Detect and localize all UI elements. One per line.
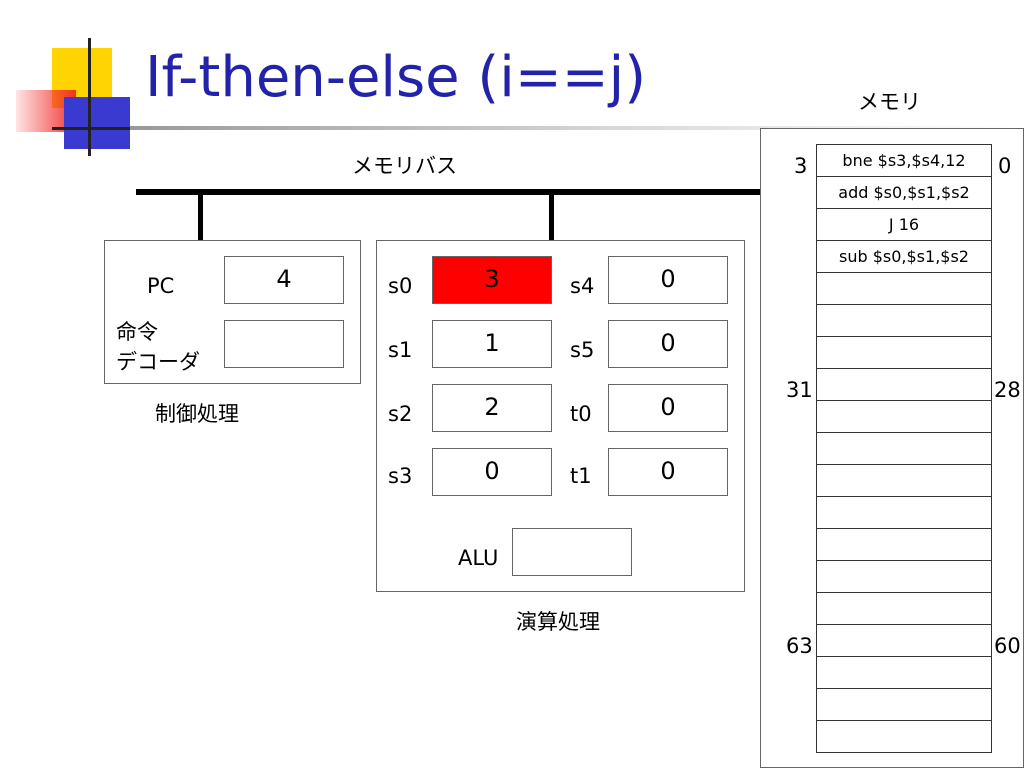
title-decoration-vertical-line: [88, 38, 91, 156]
memory-cell: [816, 592, 992, 625]
alu-box: [512, 528, 632, 576]
memory-cell: sub $s0,$s1,$s2: [816, 240, 992, 273]
memory-instruction: bne $s3,$s4,12: [842, 151, 966, 170]
memory-cell: [816, 368, 992, 401]
memory-cell: [816, 304, 992, 337]
register-s0: 3: [432, 256, 552, 304]
memory-address-right-top: 0: [998, 154, 1012, 178]
memory-instruction: sub $s0,$s1,$s2: [839, 247, 969, 266]
memory-address-left-top: 3: [794, 154, 808, 178]
memory-cell: [816, 272, 992, 305]
memory-address-left-bottom: 63: [786, 634, 813, 658]
memory-bus-label: メモリバス: [352, 154, 457, 178]
decoder-label-line1: 命令: [116, 320, 158, 344]
bus-connector-control: [198, 192, 203, 240]
memory-cell: [816, 336, 992, 369]
register-label-t1: t1: [570, 464, 592, 488]
memory-cell: [816, 624, 992, 657]
memory-cell: [816, 528, 992, 561]
memory-cell: [816, 496, 992, 529]
control-caption: 制御処理: [155, 402, 239, 426]
register-label-s4: s4: [570, 274, 595, 298]
memory-instruction: J 16: [888, 215, 920, 234]
memory-address-right-bottom: 60: [994, 634, 1021, 658]
memory-cell: [816, 432, 992, 465]
title-decoration-blue-square: [64, 97, 130, 149]
alu-label: ALU: [458, 546, 499, 570]
register-label-s3: s3: [388, 464, 413, 488]
register-s5: 0: [608, 320, 728, 368]
memory-cell: [816, 560, 992, 593]
memory-address-right-middle: 28: [994, 378, 1021, 402]
memory-cell: [816, 720, 992, 753]
pc-register: 4: [224, 256, 344, 304]
register-s3: 0: [432, 448, 552, 496]
register-label-s1: s1: [388, 338, 413, 362]
memory-cell: [816, 400, 992, 433]
register-t1: 0: [608, 448, 728, 496]
memory-address-left-middle: 31: [786, 378, 813, 402]
register-s1: 1: [432, 320, 552, 368]
memory-cell: add $s0,$s1,$s2: [816, 176, 992, 209]
memory-cell: bne $s3,$s4,12: [816, 144, 992, 177]
decoder-label-line2: デコーダ: [116, 350, 200, 374]
register-s4: 0: [608, 256, 728, 304]
compute-caption: 演算処理: [516, 610, 600, 634]
memory-cell: [816, 464, 992, 497]
memory-bus-line: [136, 189, 766, 195]
memory-cell: [816, 688, 992, 721]
memory-instruction: add $s0,$s1,$s2: [838, 183, 970, 202]
instruction-decoder-box: [224, 320, 344, 368]
register-label-s5: s5: [570, 338, 595, 362]
memory-cell: J 16: [816, 208, 992, 241]
register-label-s2: s2: [388, 402, 413, 426]
register-label-t0: t0: [570, 402, 592, 426]
bus-connector-compute: [549, 192, 554, 240]
slide-title: If-then-else (i==j): [145, 45, 647, 110]
memory-label: メモリ: [858, 90, 921, 114]
title-underline: [130, 126, 1024, 130]
register-s2: 2: [432, 384, 552, 432]
title-decoration-horizontal-line: [52, 127, 138, 130]
register-label-s0: s0: [388, 274, 413, 298]
pc-label: PC: [147, 274, 175, 298]
memory-cell: [816, 656, 992, 689]
register-t0: 0: [608, 384, 728, 432]
